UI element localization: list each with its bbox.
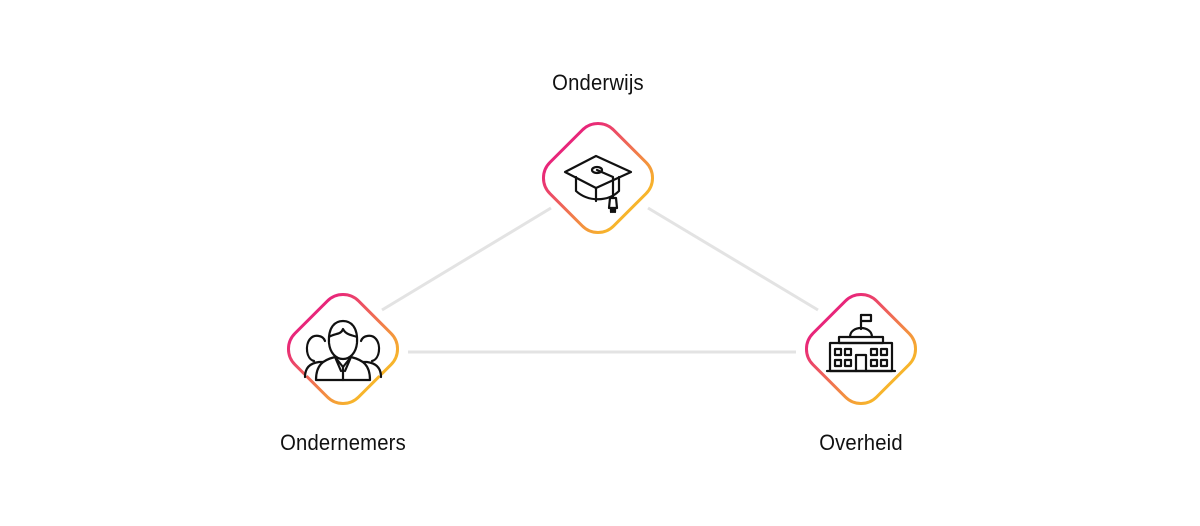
node-label-overheid: Overheid [819,430,903,455]
diamond-frame [541,121,655,235]
graduation-cap-icon [563,154,633,214]
node-overheid [804,292,918,406]
edge-onderwijs-ondernemers [381,206,552,312]
diamond-frame [804,292,918,406]
people-group-icon [303,319,383,382]
node-onderwijs [541,121,655,235]
government-building-icon [825,313,897,373]
edge-onderwijs-overheid [647,206,819,312]
node-label-ondernemers: Ondernemers [280,430,406,455]
node-ondernemers [286,292,400,406]
connector-lines [381,206,819,354]
node-label-onderwijs: Onderwijs [552,70,644,95]
